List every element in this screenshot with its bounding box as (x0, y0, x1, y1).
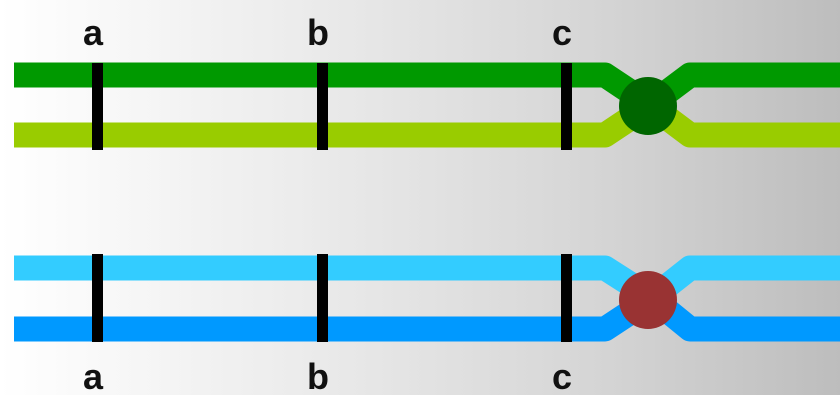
bottom-marker-a (92, 254, 103, 342)
top-label-c: c (552, 12, 572, 53)
top-marker-b (317, 63, 328, 150)
top-upper-strand (14, 62, 840, 118)
top-crossover-point (619, 77, 677, 135)
bottom-upper-strand (14, 255, 840, 311)
top-marker-a (92, 63, 103, 150)
top-label-a: a (83, 12, 104, 53)
bottom-label-a: a (83, 356, 104, 395)
top-chromosome-pair: a b c (14, 12, 840, 150)
bottom-marker-b (317, 254, 328, 342)
bottom-crossover-point (619, 271, 677, 329)
bottom-label-c: c (552, 356, 572, 395)
bottom-marker-c (561, 254, 572, 342)
bottom-chromosome-pair: a b c (14, 254, 840, 395)
bottom-label-b: b (307, 356, 329, 395)
bottom-lower-strand (14, 285, 840, 342)
top-marker-c (561, 63, 572, 150)
top-label-b: b (307, 12, 329, 53)
top-lower-strand (14, 92, 840, 148)
